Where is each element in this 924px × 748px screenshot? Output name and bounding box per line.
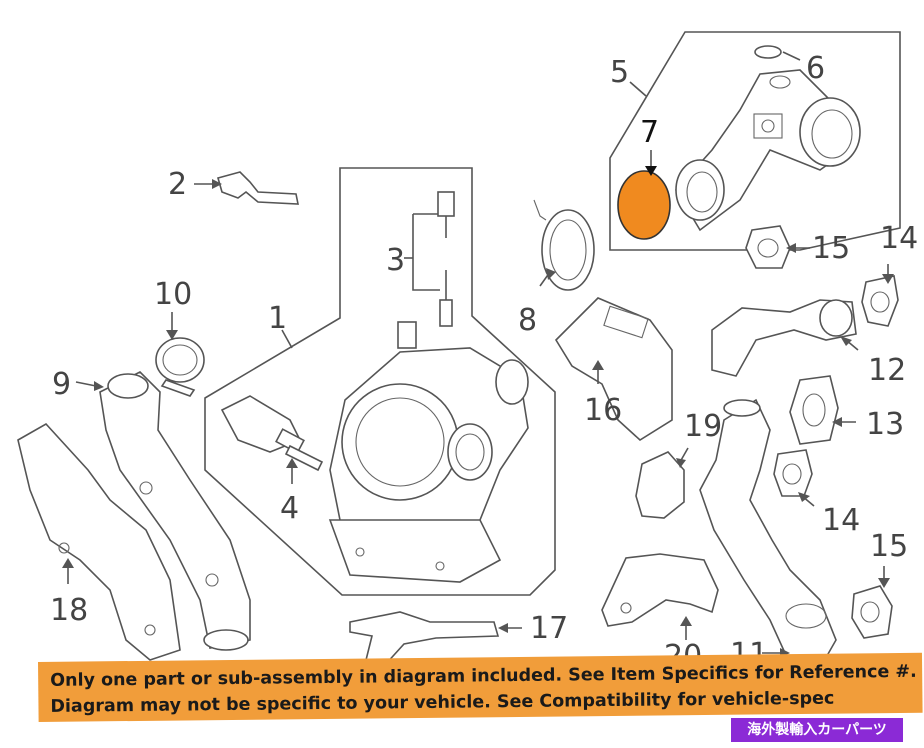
part-9-intake-pipe	[75, 371, 251, 651]
callout-3: 3	[386, 243, 405, 278]
part-2-bracket	[194, 171, 299, 205]
part-17-bracket	[349, 611, 522, 667]
callout-17: 17	[530, 611, 568, 646]
part-16-shield	[554, 297, 673, 441]
callout-14-mid: 14	[822, 503, 860, 538]
part-8-clamp	[533, 199, 595, 291]
part-20-bracket	[601, 553, 719, 640]
part-1-turbocharger	[328, 321, 529, 583]
callout-14-top: 14	[880, 221, 918, 256]
callout-8: 8	[518, 303, 537, 338]
callout-4: 4	[280, 491, 299, 526]
part-4-actuator	[220, 395, 324, 484]
callout-1: 1	[268, 301, 287, 336]
callout-7: 7	[640, 115, 659, 150]
callout-16: 16	[584, 393, 622, 428]
part-19-bracket	[635, 447, 689, 519]
callout-2: 2	[168, 167, 187, 202]
outlet-pipe-frame	[609, 31, 901, 251]
callout-13: 13	[866, 407, 904, 442]
callout-10: 10	[154, 277, 192, 312]
part-10-clamp	[155, 312, 205, 397]
part-18-heat-shield	[17, 422, 181, 661]
turbo-assembly-frame	[204, 167, 556, 596]
part-15-gasket-top	[745, 225, 810, 269]
leader-5	[629, 81, 647, 97]
callout-6: 6	[806, 51, 825, 86]
part-13-gasket	[789, 375, 856, 445]
part-3-sensor	[412, 191, 455, 327]
callout-15-top: 15	[812, 231, 850, 266]
disclaimer-banner: Only one part or sub-assembly in diagram…	[38, 652, 923, 722]
part-6-oring	[754, 45, 801, 61]
leader-1	[281, 329, 293, 349]
part-14-gasket-mid	[773, 449, 815, 507]
callout-12: 12	[868, 353, 906, 388]
part-7-gasket	[617, 150, 671, 240]
part-11-downpipe	[699, 398, 837, 669]
part-12-exhaust-pipe	[711, 299, 859, 377]
part-15-gasket-bottom	[851, 566, 893, 639]
callout-9: 9	[52, 367, 71, 402]
part-14-gasket-top	[861, 264, 899, 327]
callout-5: 5	[610, 55, 629, 90]
callout-19: 19	[684, 409, 722, 444]
callout-18: 18	[50, 593, 88, 628]
callout-15-bottom: 15	[870, 529, 908, 564]
import-parts-badge: 海外製輸入カーパーツ	[731, 718, 903, 742]
part-5-outlet-pipe	[675, 69, 861, 232]
